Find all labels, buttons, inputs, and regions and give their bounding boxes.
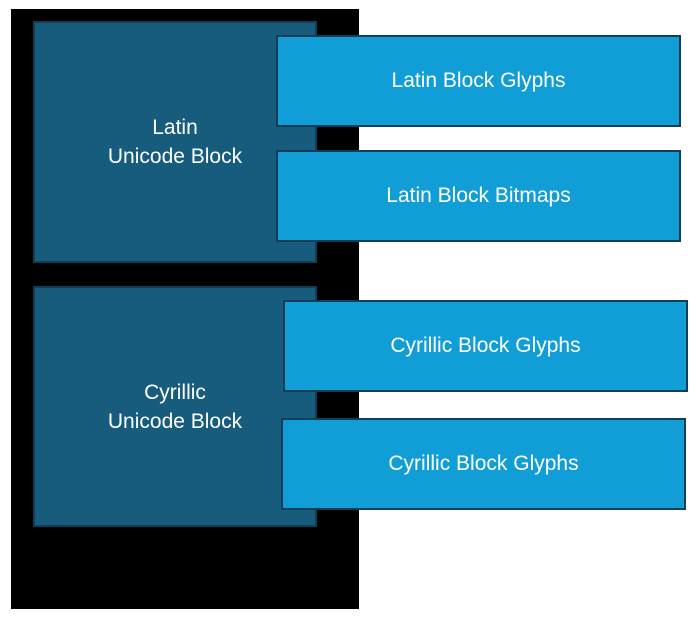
latin-block-glyphs-label: Latin Block Glyphs — [391, 69, 566, 92]
latin-block-title-line1: Latin — [152, 116, 198, 139]
cyrillic-block-glyphs-label-2: Cyrillic Block Glyphs — [388, 452, 579, 475]
latin-block-title-line2: Unicode Block — [107, 145, 243, 168]
cyrillic-block-title-line2: Unicode Block — [107, 409, 243, 433]
latin-block-glyphs-box: Latin Block Glyphs — [276, 35, 681, 127]
cyrillic-block-glyphs-box-2: Cyrillic Block Glyphs — [281, 418, 686, 510]
latin-unicode-block: Latin Unicode Block — [33, 21, 317, 263]
cyrillic-block-glyphs-box: Cyrillic Block Glyphs — [283, 300, 688, 392]
cyrillic-block-title-line1: Cyrillic — [144, 380, 206, 404]
latin-block-bitmaps-box: Latin Block Bitmaps — [276, 150, 681, 242]
cyrillic-block-glyphs-label: Cyrillic Block Glyphs — [390, 334, 581, 357]
cyrillic-unicode-block: Cyrillic Unicode Block — [33, 286, 317, 527]
latin-block-bitmaps-label: Latin Block Bitmaps — [386, 184, 571, 207]
